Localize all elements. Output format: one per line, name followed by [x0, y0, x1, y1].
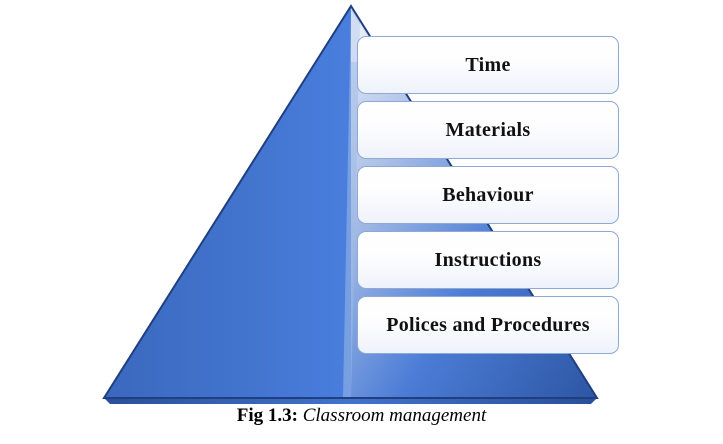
figure-caption-label: Fig 1.3: [236, 405, 298, 426]
level-label-instructions: Instructions [434, 248, 542, 271]
figure-caption-text: Classroom management [302, 405, 487, 426]
pyramid-level-boxes: Time Materials Behaviour Instructions Po… [357, 36, 621, 356]
level-box-instructions[interactable]: Instructions [357, 231, 619, 289]
level-label-time: Time [465, 53, 511, 76]
level-label-policies-and-procedures: Polices and Procedures [386, 313, 590, 336]
pyramid-base [104, 398, 597, 404]
level-box-behaviour[interactable]: Behaviour [357, 166, 619, 224]
level-box-materials[interactable]: Materials [357, 101, 619, 159]
level-box-policies-and-procedures[interactable]: Polices and Procedures [357, 296, 619, 354]
level-label-behaviour: Behaviour [442, 183, 534, 206]
pyramid-center-ridge [343, 6, 360, 398]
level-label-materials: Materials [445, 118, 531, 141]
figure-caption: Fig 1.3: Classroom management [0, 405, 723, 427]
level-box-time[interactable]: Time [357, 36, 619, 94]
